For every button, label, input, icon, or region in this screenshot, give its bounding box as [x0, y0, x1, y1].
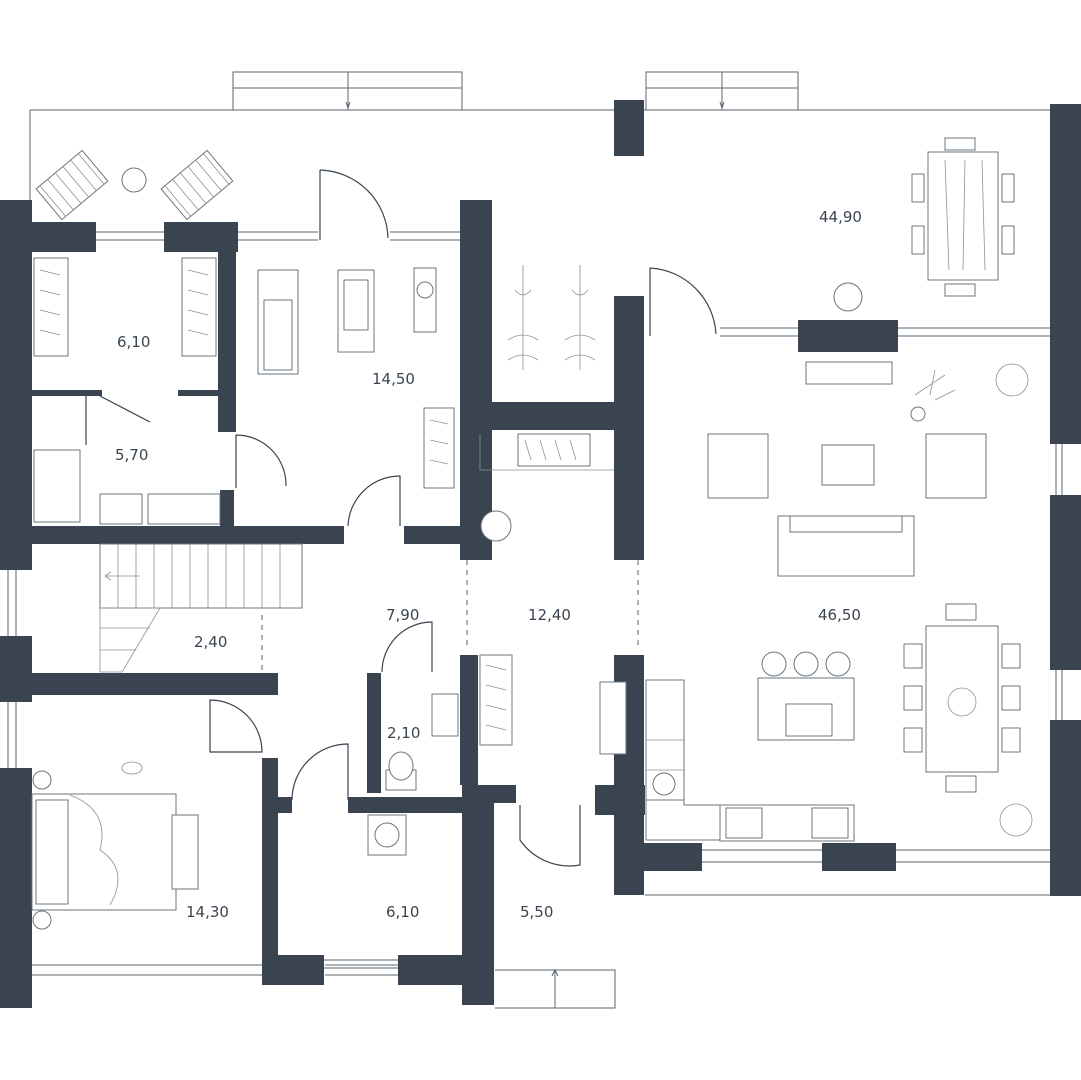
area-label-hall: 7,90	[386, 606, 419, 624]
area-label-entrance: 5,50	[520, 903, 553, 921]
area-label-wc: 2,10	[387, 724, 420, 742]
windows	[96, 231, 1050, 969]
room-labels: 44,90 6,10 14,50 5,70 2,40 7,90 12,40 46…	[115, 208, 862, 921]
area-label-laundry: 6,10	[386, 903, 419, 921]
walls	[0, 100, 1081, 1008]
area-label-terrace-living: 44,90	[819, 208, 862, 226]
area-label-bedroom: 14,30	[186, 903, 229, 921]
area-label-corridor: 12,40	[528, 606, 571, 624]
area-label-gym: 14,50	[372, 370, 415, 388]
outline-lines	[7, 71, 1063, 1009]
doors	[85, 169, 717, 867]
area-label-bathroom: 5,70	[115, 446, 148, 464]
area-label-wardrobe: 6,10	[117, 333, 150, 351]
area-label-stairs: 2,40	[194, 633, 227, 651]
furniture	[31, 137, 1033, 930]
area-label-living-kitchen: 46,50	[818, 606, 861, 624]
